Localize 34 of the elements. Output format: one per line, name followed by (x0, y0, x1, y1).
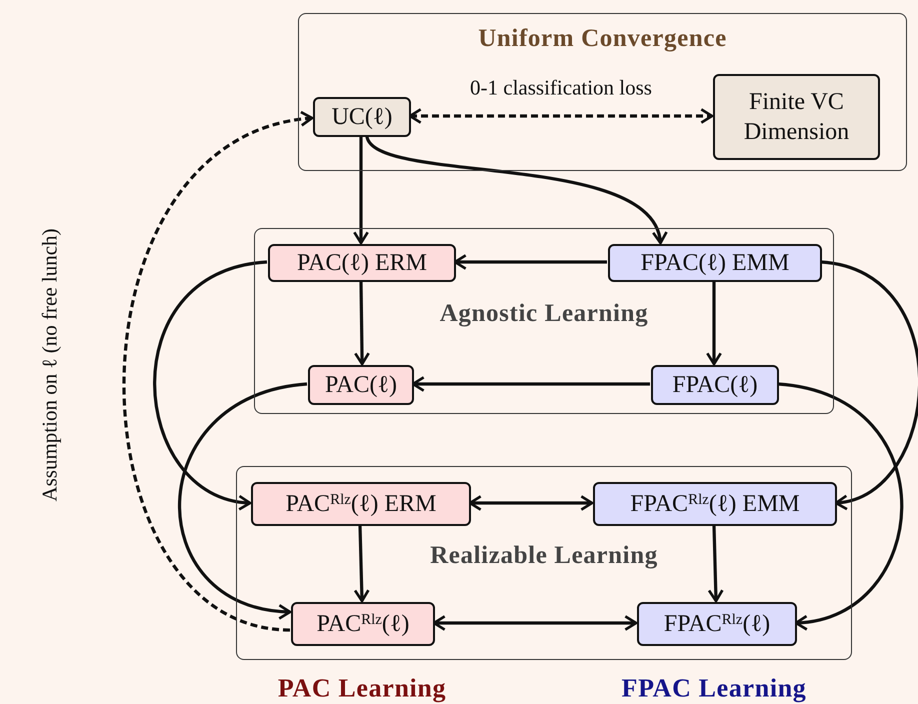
concept-box: PAC(ℓ) (308, 365, 414, 405)
arrow (778, 382, 904, 630)
arrow (122, 112, 314, 632)
concept-box: PAC$^{Rlz}$(ℓ) (291, 602, 435, 646)
concept-box: FPAC$^{Rlz}$(ℓ) (637, 602, 797, 646)
column-label: FPAC Learning (622, 672, 806, 704)
arrow (820, 260, 918, 508)
arrow (354, 280, 370, 366)
arrow (366, 135, 665, 244)
arrow (353, 136, 369, 244)
concept-box: FPAC(ℓ) EMM (608, 244, 822, 282)
concept-box: FPAC$^{Rlz}$(ℓ) EMM (593, 482, 837, 526)
arrow (408, 108, 714, 124)
arrow (432, 615, 638, 631)
arrow (708, 524, 724, 602)
column-label: PAC Learning (278, 672, 446, 704)
arrow (153, 260, 268, 509)
group-panel (298, 13, 907, 171)
concept-box: FPAC(ℓ) (651, 365, 779, 405)
group-panel (254, 228, 834, 414)
group-panel (236, 466, 852, 660)
group-heading: Realizable Learning (429, 541, 659, 571)
arrow (706, 281, 722, 366)
concept-box: Finite VC Dimension (713, 74, 880, 160)
concept-box: PAC(ℓ) ERM (268, 244, 456, 282)
arrow (354, 524, 370, 602)
arrow (468, 495, 594, 511)
concept-box: PAC$^{Rlz}$(ℓ) ERM (251, 482, 471, 526)
arrow (412, 376, 650, 392)
arrow (178, 382, 308, 618)
arrow (454, 254, 607, 270)
group-heading: Agnostic Learning (438, 299, 650, 329)
concept-box: UC(ℓ) (313, 97, 411, 137)
group-heading: Uniform Convergence (477, 24, 728, 54)
